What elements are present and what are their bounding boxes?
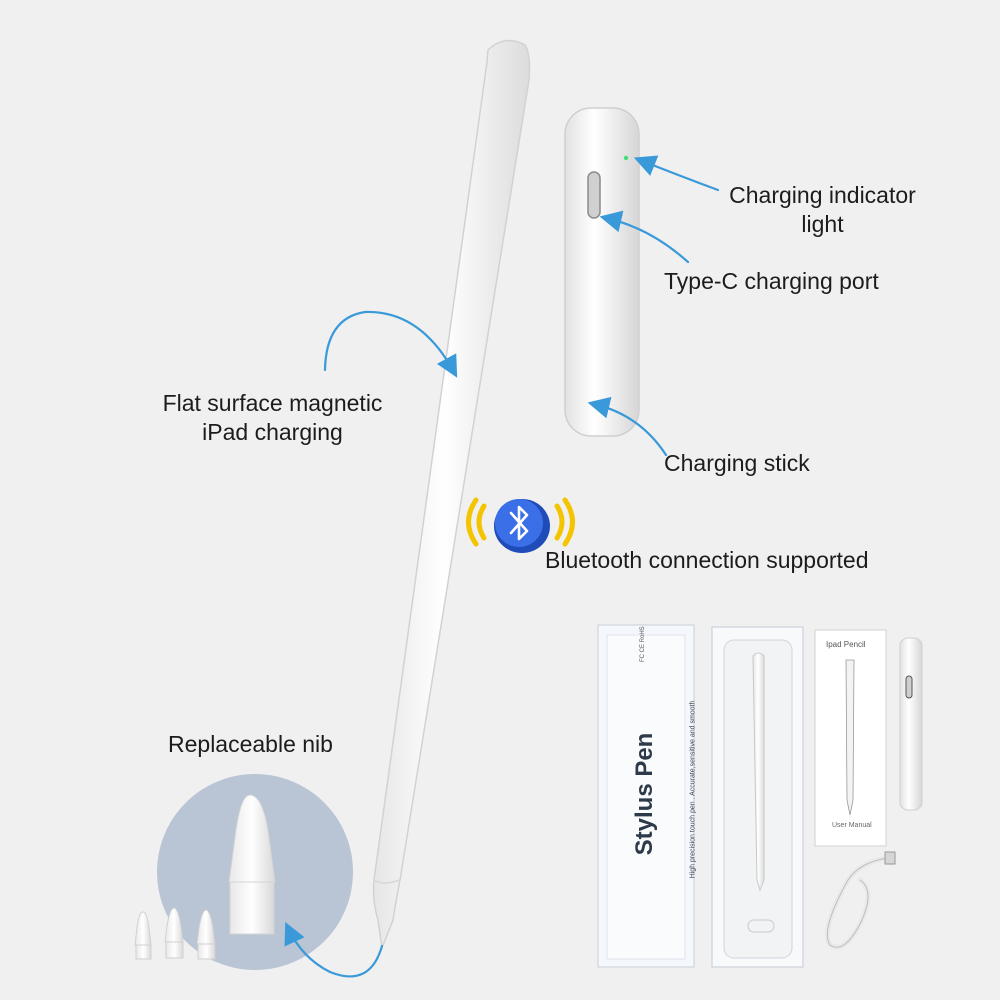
bluetooth-icon <box>466 497 575 553</box>
stylus-pen <box>372 39 531 951</box>
charging-indicator-label: Charging indicator light <box>729 182 916 237</box>
bluetooth-label: Bluetooth connection supported <box>545 547 869 573</box>
type-c-port-label: Type-C charging port <box>664 268 879 294</box>
replaceable-nib-illustration <box>134 774 353 970</box>
replaceable-nib-label: Replaceable nib <box>168 731 333 757</box>
charging-stick-label: Charging stick <box>664 450 810 476</box>
charging-stick-device <box>564 107 640 437</box>
manual-title: Ipad Pencil <box>826 640 866 649</box>
package-contents <box>597 624 923 968</box>
manual-footer: User Manual <box>832 822 872 829</box>
magnetic-charging-label: Flat surface magnetic iPad charging <box>162 390 383 445</box>
box-title: Stylus Pen <box>631 732 658 856</box>
box-subtitle: High precision touch pen . Accurate,sens… <box>689 700 697 879</box>
box-marks: FC CE RoHS <box>640 626 646 662</box>
curved-arrow-icon <box>284 155 720 978</box>
